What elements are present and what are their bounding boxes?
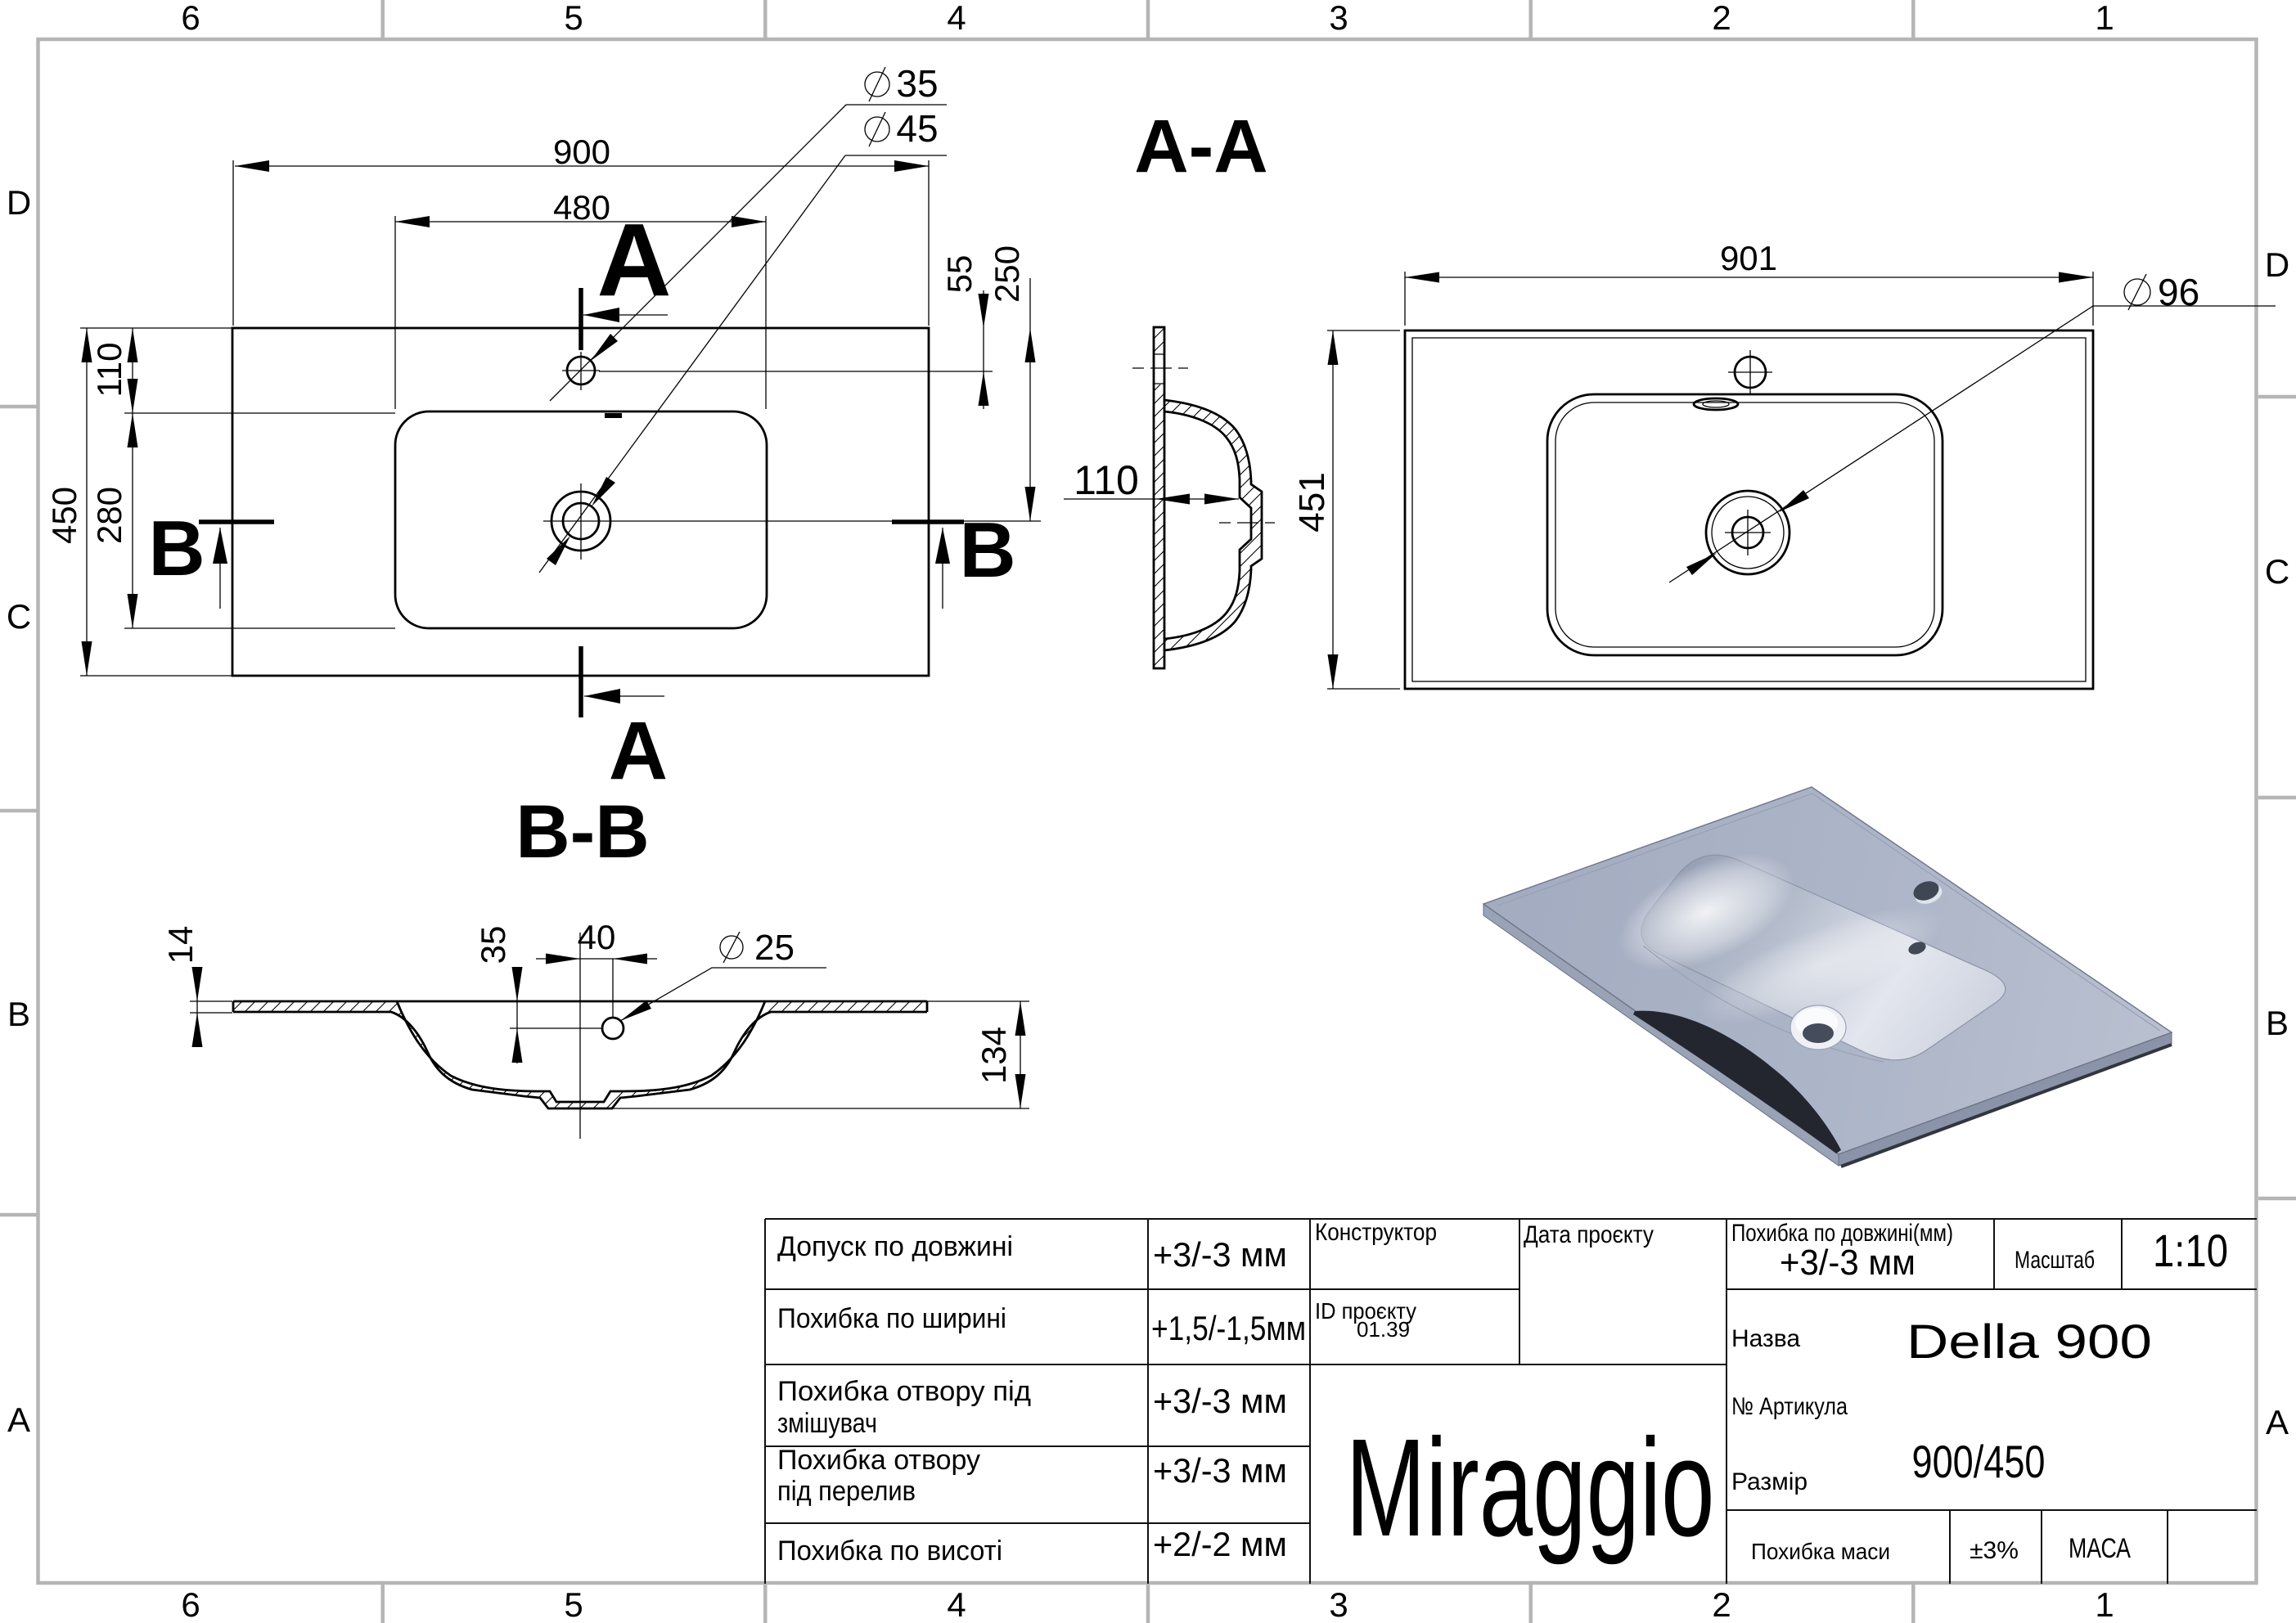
svg-text:A: A bbox=[2266, 1403, 2289, 1441]
svg-text:Конструктор: Конструктор bbox=[1315, 1219, 1437, 1246]
svg-text:2: 2 bbox=[1712, 0, 1731, 37]
svg-text:6: 6 bbox=[181, 0, 200, 37]
svg-text:A: A bbox=[7, 1400, 30, 1439]
svg-text:A: A bbox=[609, 705, 668, 797]
svg-text:під перелив: під перелив bbox=[777, 1476, 916, 1507]
svg-text:3: 3 bbox=[1329, 1585, 1348, 1623]
svg-text:1: 1 bbox=[2095, 0, 2114, 37]
svg-text:+2/-2 мм: +2/-2 мм bbox=[1153, 1525, 1287, 1563]
svg-text:B: B bbox=[959, 506, 1015, 594]
svg-text:55: 55 bbox=[940, 255, 979, 294]
svg-text:+3/-3 мм: +3/-3 мм bbox=[1153, 1382, 1287, 1420]
svg-text:C: C bbox=[2265, 552, 2289, 591]
svg-text:D: D bbox=[2265, 245, 2289, 284]
svg-text:4: 4 bbox=[947, 1585, 966, 1623]
svg-text:Похибка отвору під: Похибка отвору під bbox=[777, 1376, 1031, 1407]
svg-text:№ Артикула: № Артикула bbox=[1731, 1393, 1848, 1420]
svg-text:25: 25 bbox=[754, 928, 795, 968]
svg-text:14: 14 bbox=[161, 926, 200, 964]
svg-text:Масштаб: Масштаб bbox=[2015, 1247, 2095, 1274]
svg-text:2: 2 bbox=[1712, 1585, 1731, 1623]
svg-text:Miraggio: Miraggio bbox=[1346, 1410, 1715, 1566]
svg-text:МАСА: МАСА bbox=[2069, 1533, 2131, 1564]
svg-text:A-A: A-A bbox=[1134, 105, 1268, 188]
svg-text:280: 280 bbox=[90, 487, 128, 544]
svg-text:Дата проєкту: Дата проєкту bbox=[1524, 1221, 1654, 1248]
svg-text:480: 480 bbox=[553, 188, 610, 227]
svg-text:35: 35 bbox=[896, 62, 938, 105]
svg-text:B: B bbox=[2266, 1004, 2289, 1042]
svg-text:Похибка по висоті: Похибка по висоті bbox=[777, 1535, 1002, 1567]
svg-text:D: D bbox=[7, 183, 31, 222]
svg-text:Похибка по ширині: Похибка по ширині bbox=[777, 1303, 1006, 1334]
svg-text:B: B bbox=[7, 995, 30, 1033]
svg-text:45: 45 bbox=[896, 107, 938, 150]
svg-text:3: 3 bbox=[1329, 0, 1348, 37]
svg-text:900/450: 900/450 bbox=[1912, 1436, 2046, 1487]
svg-text:40: 40 bbox=[578, 918, 616, 956]
svg-text:Похибка по довжині(мм): Похибка по довжині(мм) bbox=[1731, 1220, 1953, 1247]
svg-text:±3%: ±3% bbox=[1970, 1537, 2019, 1564]
svg-text:1: 1 bbox=[2095, 1585, 2114, 1623]
svg-text:901: 901 bbox=[1720, 239, 1777, 277]
svg-text:450: 450 bbox=[45, 487, 83, 544]
svg-text:5: 5 bbox=[564, 1585, 583, 1623]
svg-text:+3/-3 мм: +3/-3 мм bbox=[1153, 1451, 1287, 1490]
svg-text:B-B: B-B bbox=[515, 790, 650, 874]
svg-text:110: 110 bbox=[1074, 457, 1139, 503]
svg-text:110: 110 bbox=[90, 343, 128, 398]
svg-text:+3/-3 мм: +3/-3 мм bbox=[1780, 1243, 1916, 1283]
svg-text:Похибка отвору: Похибка отвору bbox=[777, 1445, 980, 1476]
svg-text:C: C bbox=[7, 597, 31, 636]
svg-text:Похибка маси: Похибка маси bbox=[1751, 1539, 1890, 1564]
svg-text:Della 900: Della 900 bbox=[1907, 1315, 2152, 1369]
svg-text:134: 134 bbox=[975, 1027, 1013, 1084]
svg-text:A: A bbox=[597, 202, 672, 317]
svg-text:250: 250 bbox=[988, 245, 1026, 303]
svg-text:змішувач: змішувач bbox=[777, 1408, 877, 1439]
svg-text:ID проєкту: ID проєкту bbox=[1315, 1298, 1416, 1324]
svg-text:B: B bbox=[148, 505, 205, 592]
svg-text:+3/-3 мм: +3/-3 мм bbox=[1153, 1235, 1287, 1274]
svg-text:+1,5/-1,5мм: +1,5/-1,5мм bbox=[1151, 1309, 1306, 1347]
svg-text:4: 4 bbox=[947, 0, 966, 37]
svg-text:Размір: Размір bbox=[1731, 1468, 1808, 1495]
svg-text:35: 35 bbox=[474, 926, 512, 964]
svg-text:451: 451 bbox=[1292, 472, 1332, 532]
svg-text:Назва: Назва bbox=[1731, 1325, 1800, 1352]
svg-text:96: 96 bbox=[2158, 271, 2199, 313]
svg-text:6: 6 bbox=[181, 1585, 200, 1623]
svg-text:01.39: 01.39 bbox=[1357, 1317, 1410, 1342]
svg-text:Допуск по довжині: Допуск по довжині bbox=[777, 1231, 1013, 1262]
svg-text:900: 900 bbox=[553, 133, 610, 171]
svg-text:1:10: 1:10 bbox=[2153, 1225, 2228, 1276]
svg-text:5: 5 bbox=[564, 0, 583, 37]
